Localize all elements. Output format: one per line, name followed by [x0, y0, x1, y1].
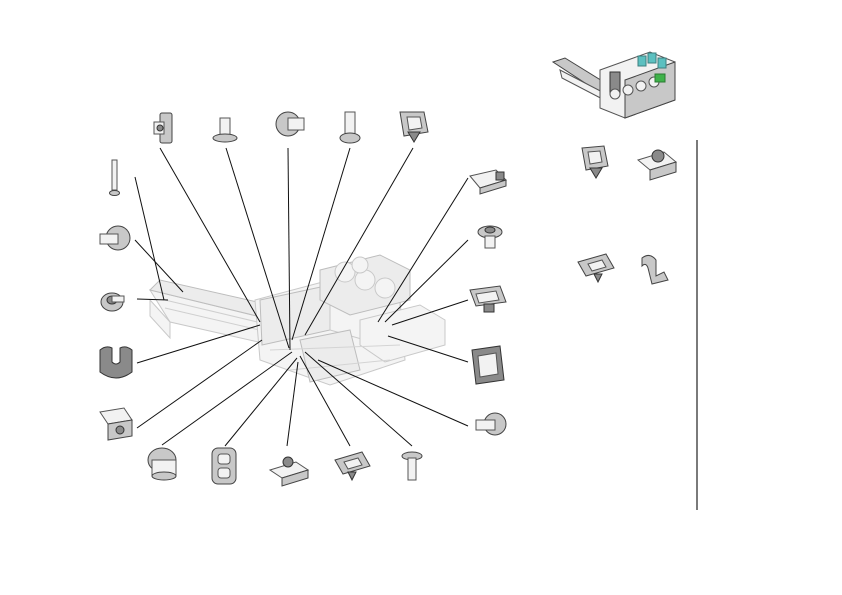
holder-icon [469, 285, 507, 313]
bracket-icon [99, 407, 133, 441]
latch-icon [399, 111, 429, 143]
inset-assembly [551, 51, 676, 119]
inset-clamp-icon [636, 149, 678, 181]
screw-icon [339, 111, 361, 144]
pin-icon [212, 117, 238, 143]
inset-bracket-icon [577, 253, 615, 284]
frame-clip-icon [211, 447, 237, 485]
bushing-icon [147, 447, 177, 481]
grommet-icon [477, 225, 503, 249]
cable-clamp-icon [469, 169, 507, 195]
leader-lines [134, 147, 469, 447]
flange-screw-icon [401, 451, 423, 481]
inset-latch-icon [581, 145, 609, 179]
rivet-icon [99, 225, 131, 251]
frame-holder-icon [471, 345, 505, 385]
inset-hook-icon [641, 254, 669, 285]
clip-icon [153, 112, 173, 144]
bolt-icon [275, 111, 305, 137]
slide-clip-icon [268, 456, 310, 487]
u-clip-icon [99, 346, 133, 379]
screw-long-icon [109, 159, 120, 196]
spring-clip-icon [334, 451, 371, 482]
washer-screw-icon [100, 292, 125, 312]
rivet-right-icon [475, 412, 507, 436]
